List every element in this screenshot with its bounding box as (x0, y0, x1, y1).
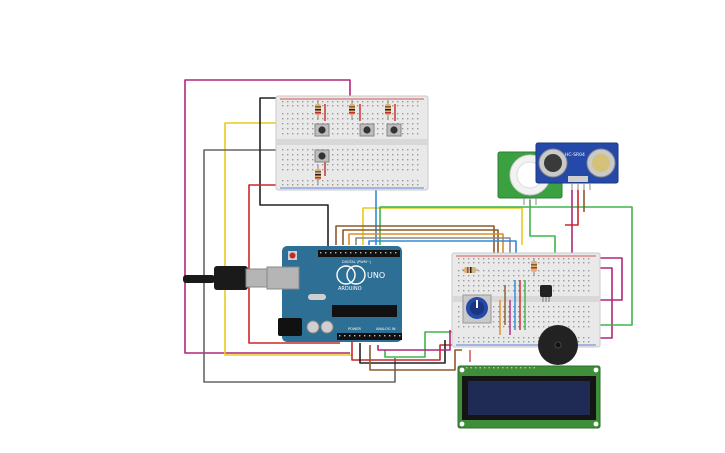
wire-brown-b (342, 229, 499, 255)
pushbutton-3[interactable] (386, 123, 402, 137)
usb-connector (214, 266, 248, 290)
digital-header (318, 250, 400, 257)
power-label: POWER (348, 327, 362, 331)
resistor-4 (315, 165, 321, 185)
pushbutton-1[interactable] (314, 123, 330, 137)
lcd-pins (466, 367, 535, 369)
piezo-buzzer (538, 325, 578, 365)
power-jack (278, 318, 302, 336)
atmega-chip (332, 305, 397, 317)
top-red-jumpers (324, 104, 396, 176)
breadboard-holes (282, 101, 419, 186)
wire-black-left (259, 97, 329, 248)
wire-magenta-right (580, 257, 623, 301)
arduino-logo (336, 265, 356, 285)
wire-green-right (379, 206, 633, 326)
wire-green-pir (529, 200, 556, 260)
capacitor-1 (306, 320, 320, 334)
arduino-brand: ARDUINO (338, 286, 362, 292)
capacitor-2 (320, 320, 334, 334)
power-analog-pins (339, 335, 401, 337)
pushbutton-2[interactable] (359, 123, 375, 137)
wire-grey-mid (355, 237, 511, 260)
digital-pins (320, 252, 397, 254)
usb-cable (183, 275, 215, 283)
ultrasonic-model: HC-SR04 (565, 152, 585, 158)
right-breadboard-jumpers (499, 280, 526, 335)
resistor-3 (385, 100, 391, 120)
pushbutton-4[interactable] (314, 149, 330, 163)
resistor-2 (349, 100, 355, 120)
arduino-board (282, 246, 402, 342)
wire-red-bottom (351, 340, 462, 361)
wire-red-ultra (565, 190, 579, 226)
lcd-display (457, 350, 601, 429)
wire-blue-mid (368, 240, 517, 260)
wire-green-bottom (384, 331, 462, 358)
wire-grey-left (203, 149, 396, 383)
ultrasonic-sensor: HC-SR04 (535, 142, 619, 190)
wire-black-bottom (359, 340, 446, 364)
digital-label: DIGITAL (PWM~) (342, 260, 372, 264)
crystal (308, 294, 326, 300)
arduino-uno: DIGITAL (PWM~) ARDUINO UNO POWER ANALOG … (183, 246, 402, 342)
analog-label: ANALOG IN (376, 327, 396, 331)
resistor-1 (315, 100, 321, 120)
power-analog-header (337, 333, 402, 340)
resistor-6 (531, 258, 537, 276)
wire-magenta-bottom (377, 330, 451, 351)
wire-brown-bottom (369, 345, 462, 371)
wire-orange (348, 233, 504, 258)
lcd-screen (468, 381, 590, 415)
arduino-model: UNO (367, 271, 385, 280)
resistor-5 (462, 267, 478, 273)
wire-yellow-left (224, 122, 352, 356)
potentiometer[interactable] (462, 294, 492, 324)
wire-magenta-left (184, 79, 351, 354)
wire-red-left (248, 184, 340, 344)
top-breadboard (275, 95, 429, 191)
wires (184, 79, 633, 383)
temperature-sensor (540, 285, 552, 302)
